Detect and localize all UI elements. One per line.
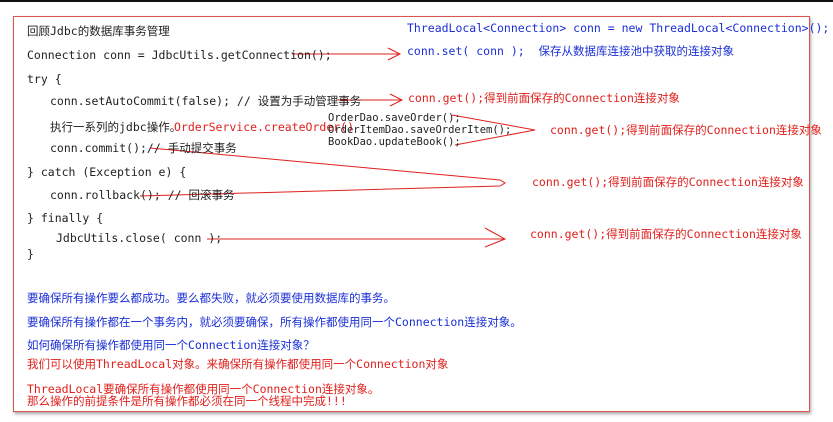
note-line: 那么操作的前提条件是所有操作都必须在同一个线程中完成!!! (27, 394, 347, 408)
code-try: try { (27, 72, 62, 86)
dao-call: OrderItemDao.saveOrderItem(); (328, 124, 512, 136)
top-divider (0, 0, 833, 2)
code-get-connection: Connection conn = JdbcUtils.getConnectio… (27, 48, 332, 62)
note-line: 要确保所有操作都在一个事务内，就必须要确保，所有操作都使用同一个Connecti… (27, 315, 522, 329)
arrow-close (207, 227, 507, 248)
threadlocal-declaration: ThreadLocal<Connection> conn = new Threa… (407, 21, 830, 35)
arrow-getconnection (292, 47, 402, 61)
diagram-frame (13, 16, 810, 412)
note-line: 我们可以使用ThreadLocal对象。来确保所有操作都使用同一个Connect… (27, 357, 449, 371)
code-close-brace: } (27, 247, 34, 261)
conn-get-note: conn.get();得到前面保存的Connection连接对象 (530, 227, 802, 241)
code-rollback: conn.rollback(); // 回滚事务 (50, 188, 235, 202)
code-commit: conn.commit();// 手动提交事务 (50, 141, 237, 155)
note-line: 要确保所有操作要么都成功。要么都失败，就必须要使用数据库的事务。 (27, 291, 395, 305)
code-close: JdbcUtils.close( conn ); (56, 231, 223, 245)
code-set-auto-commit: conn.setAutoCommit(false); // 设置为手动管理事务 (50, 94, 362, 108)
dao-call: BookDao.updateBook(); (328, 136, 461, 148)
conn-set-note: conn.set( conn ); 保存从数据库连接池中获取的连接对象 (407, 44, 735, 58)
code-execute: 执行一系列的jdbc操作。 (50, 120, 182, 134)
section-title: 回顾Jdbc的数据库事务管理 (27, 24, 170, 38)
arrow-commit-rollback (139, 147, 506, 197)
code-catch: } catch (Exception e) { (27, 165, 187, 179)
note-line: 如何确保所有操作都使用同一个Connection连接对象？ (27, 338, 315, 352)
arrow-dao-calls (451, 114, 536, 146)
code-order-service: OrderService.createOrder() (174, 120, 355, 134)
conn-get-note: conn.get();得到前面保存的Connection连接对象 (550, 123, 822, 137)
dao-call: OrderDao.saveOrder(); (328, 112, 461, 124)
note-line: ThreadLocal要确保所有操作都使用同一个Connection连接对象。 (27, 382, 380, 396)
conn-get-note: conn.get();得到前面保存的Connection连接对象 (532, 175, 804, 189)
conn-get-note: conn.get();得到前面保存的Connection连接对象 (408, 91, 680, 105)
code-finally: } finally { (27, 211, 104, 225)
arrow-setautocommit (338, 93, 404, 107)
